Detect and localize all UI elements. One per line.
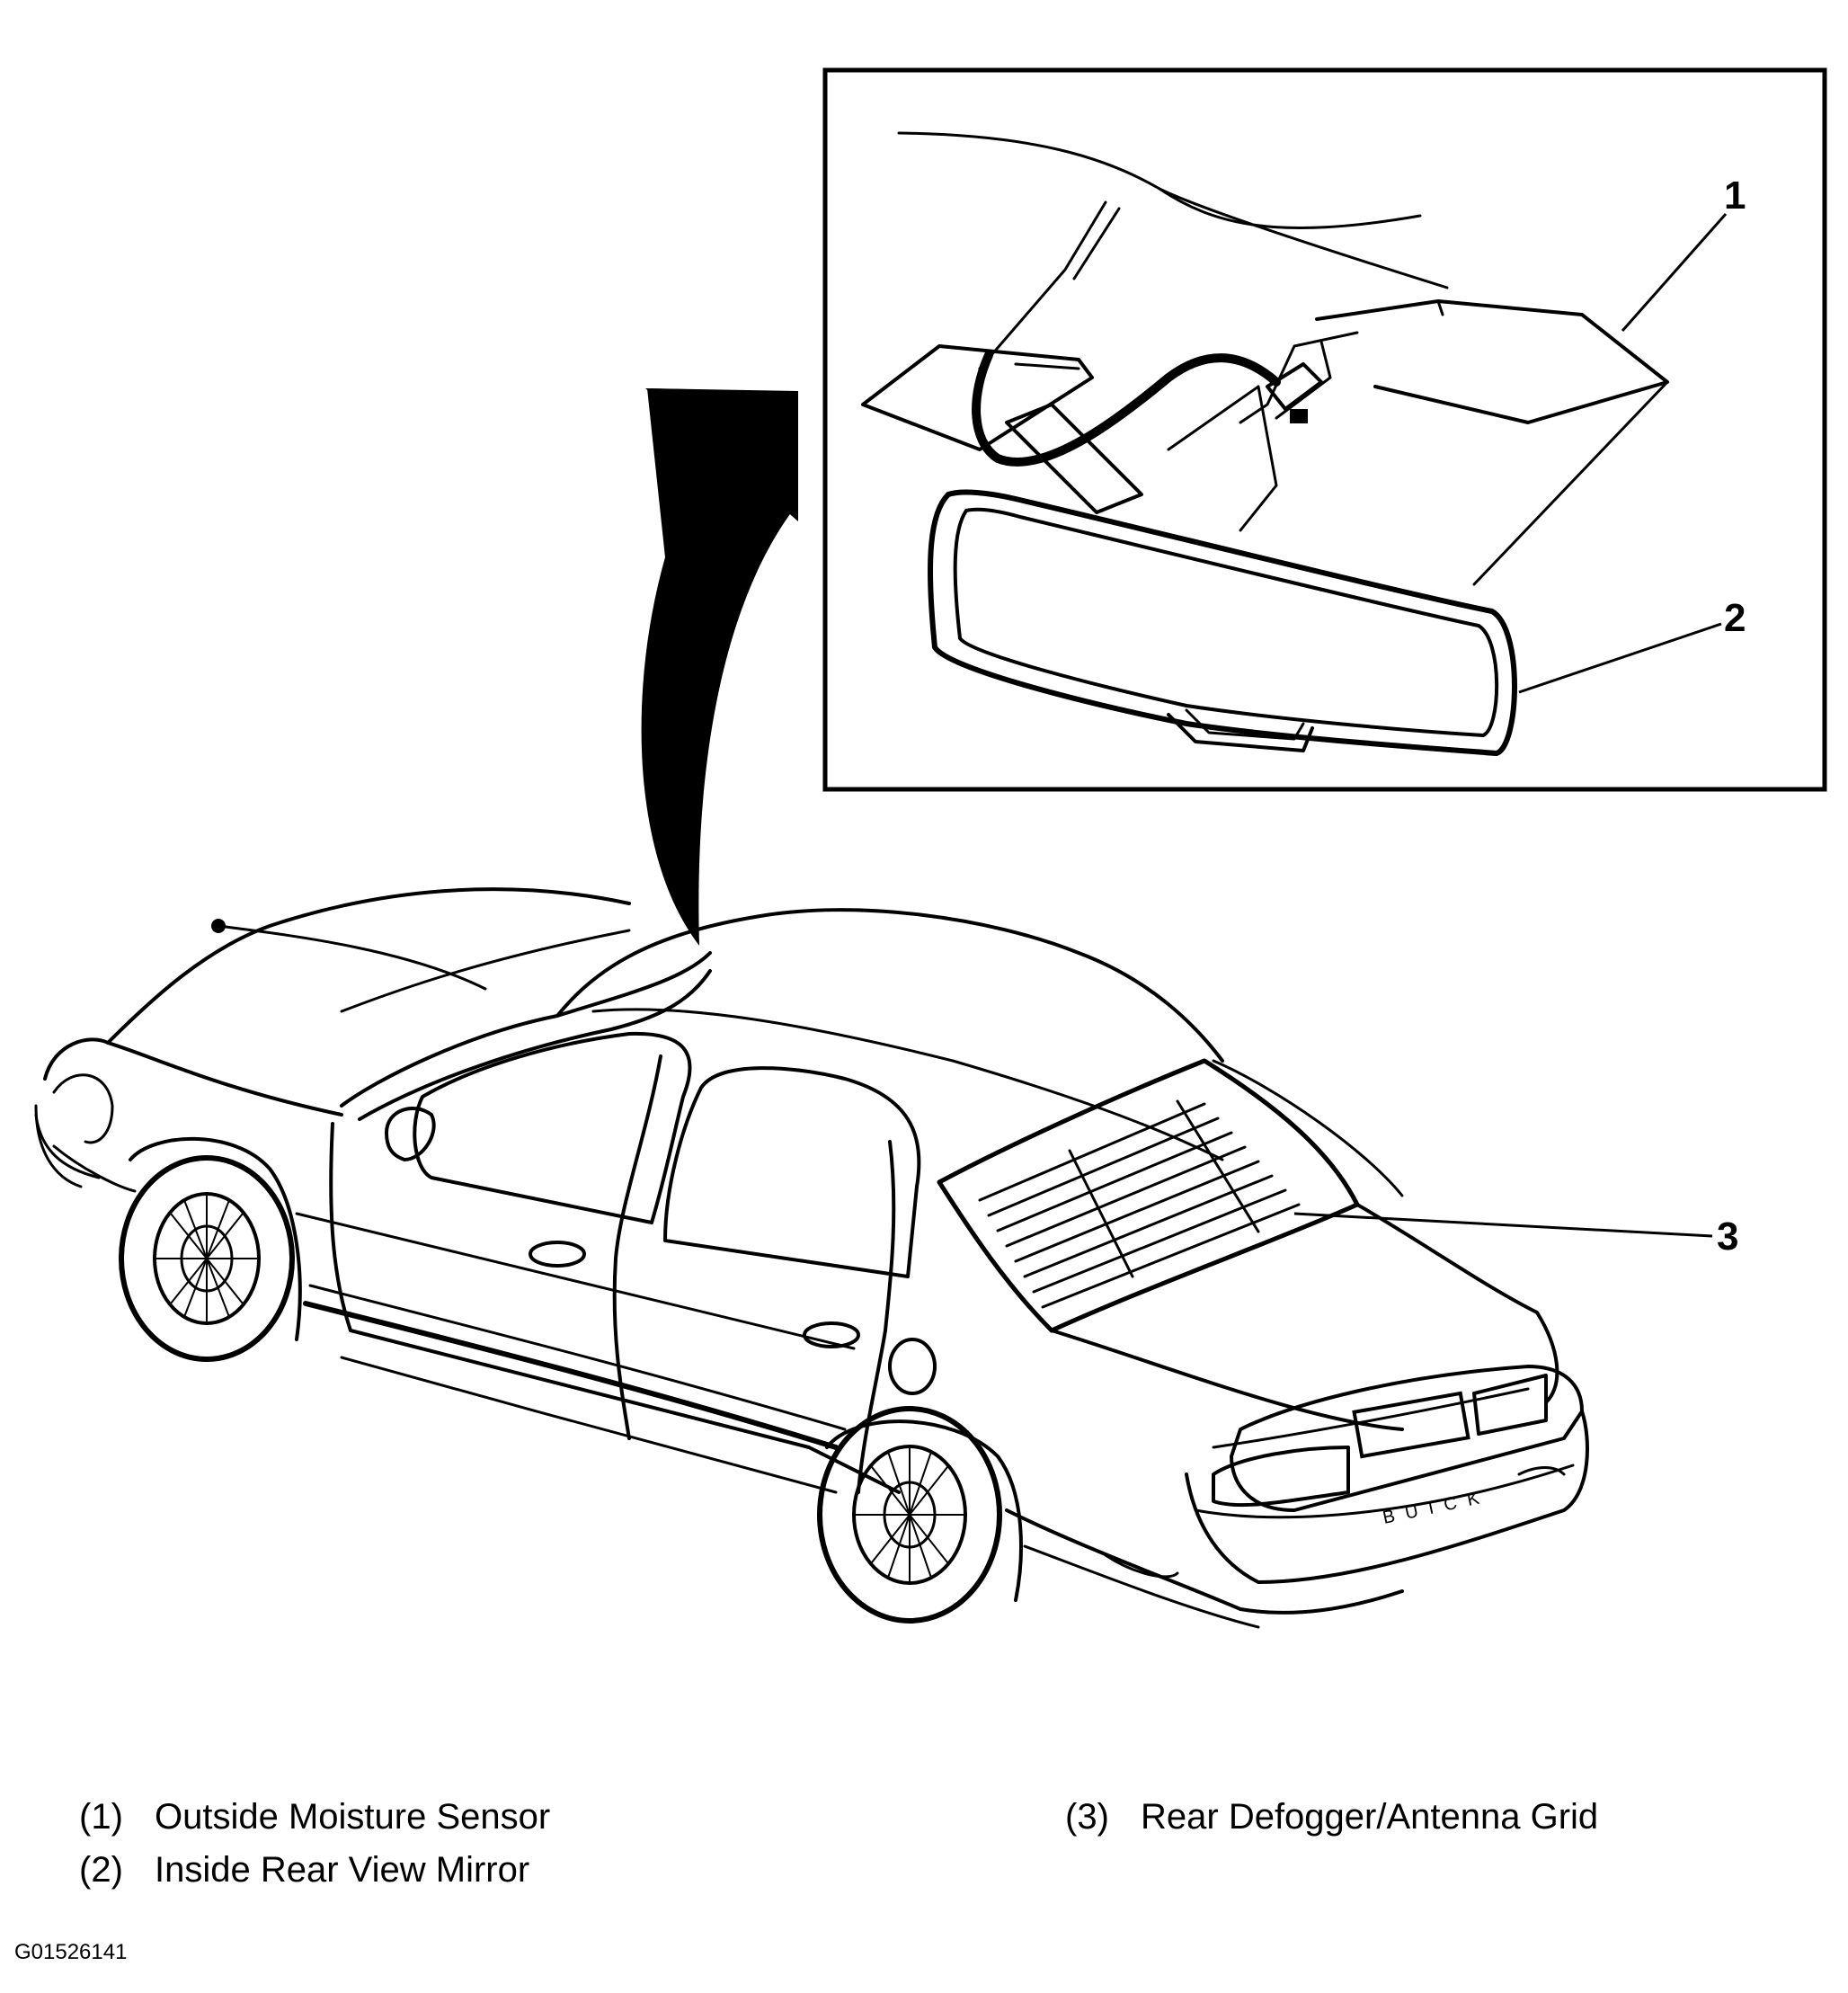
rear-badge: BUICK bbox=[1381, 1486, 1491, 1528]
callout-2-leader bbox=[1518, 622, 1722, 694]
callout-1-number: 1 bbox=[1724, 173, 1746, 218]
legend-item-3-number: (3) bbox=[1065, 1797, 1109, 1837]
legend-item-1: (1) Outside Moisture Sensor bbox=[79, 1797, 550, 1837]
legend-item-2-number: (2) bbox=[79, 1850, 123, 1890]
callout-3-leader bbox=[1293, 1212, 1713, 1238]
callout-2-number: 2 bbox=[1724, 596, 1746, 640]
legend-item-1-label: Outside Moisture Sensor bbox=[155, 1797, 551, 1837]
legend-item-1-number: (1) bbox=[79, 1797, 123, 1837]
pointer-arrow-head bbox=[645, 388, 798, 521]
callout-1-leader bbox=[1621, 213, 1728, 332]
callout-3-number: 3 bbox=[1717, 1214, 1738, 1259]
rear-defogger-grid bbox=[937, 1058, 1360, 1333]
figure-id: G01526141 bbox=[14, 1940, 128, 1964]
vehicle-illustration: BUICK bbox=[34, 887, 1589, 1629]
legend-item-3-label: Rear Defogger/Antenna Grid bbox=[1141, 1797, 1599, 1837]
legend-item-3: (3) Rear Defogger/Antenna Grid bbox=[1065, 1797, 1598, 1837]
mirror-detail-inset bbox=[822, 67, 1827, 792]
legend-item-2: (2) Inside Rear View Mirror bbox=[79, 1850, 529, 1891]
pointer-arrow bbox=[641, 388, 798, 946]
legend-item-2-label: Inside Rear View Mirror bbox=[155, 1850, 530, 1890]
